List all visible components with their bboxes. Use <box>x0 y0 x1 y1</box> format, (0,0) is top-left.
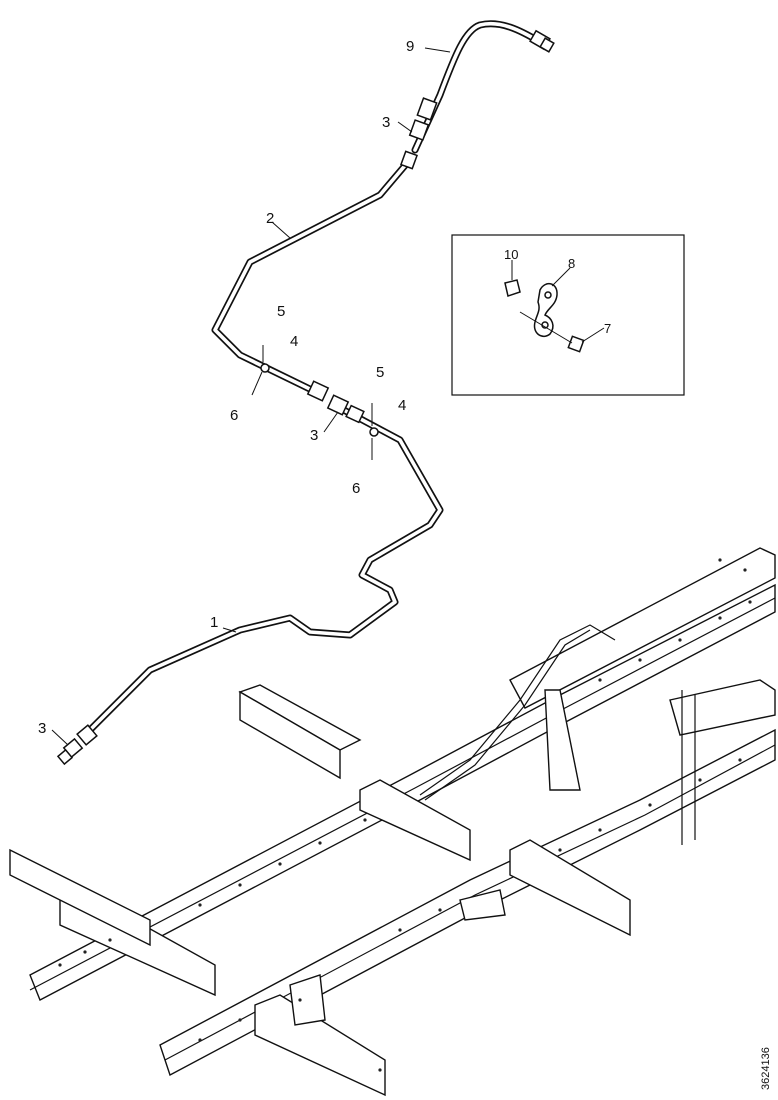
fitting-upper-coupling <box>400 97 438 170</box>
pipe-clip-left <box>251 345 270 396</box>
callout-10: 7 <box>604 321 611 336</box>
fitting-bottom-end <box>56 724 98 766</box>
clip-detail-part-10 <box>519 311 585 353</box>
figure-id: 3624136 <box>760 1047 772 1090</box>
brake-pipe-7 <box>411 20 544 154</box>
brake-pipe-1 <box>81 404 444 739</box>
pipe-clip-right <box>369 403 379 460</box>
callout-6-right: 6 <box>352 480 360 497</box>
callout-7: 9 <box>406 38 414 55</box>
clip-detail-part-9 <box>504 279 521 297</box>
callout-9: 10 <box>504 247 518 262</box>
callout-8: 8 <box>568 256 575 271</box>
chassis-frame <box>9 547 776 1097</box>
callout-1: 1 <box>210 614 218 631</box>
detail-inset <box>451 234 685 396</box>
callout-2: 2 <box>266 210 274 227</box>
callout-3-middle: 3 <box>310 427 318 444</box>
callout-6-left: 6 <box>230 407 238 424</box>
callout-5-right: 5 <box>376 364 384 381</box>
clip-detail-part-8 <box>533 283 558 338</box>
callout-3-top: 3 <box>382 114 390 131</box>
callout-4-right: 4 <box>398 397 406 414</box>
callout-5-left: 5 <box>277 303 285 320</box>
fitting-middle-coupling <box>306 380 365 424</box>
callout-4-left: 4 <box>290 333 298 350</box>
fitting-top-end <box>529 29 555 53</box>
leader-lines <box>51 47 605 746</box>
callout-labels: 9 3 2 5 4 6 3 5 4 6 1 3 10 8 7 <box>38 38 611 737</box>
callout-3-bottom: 3 <box>38 720 46 737</box>
brake-pipe-2 <box>211 158 412 397</box>
